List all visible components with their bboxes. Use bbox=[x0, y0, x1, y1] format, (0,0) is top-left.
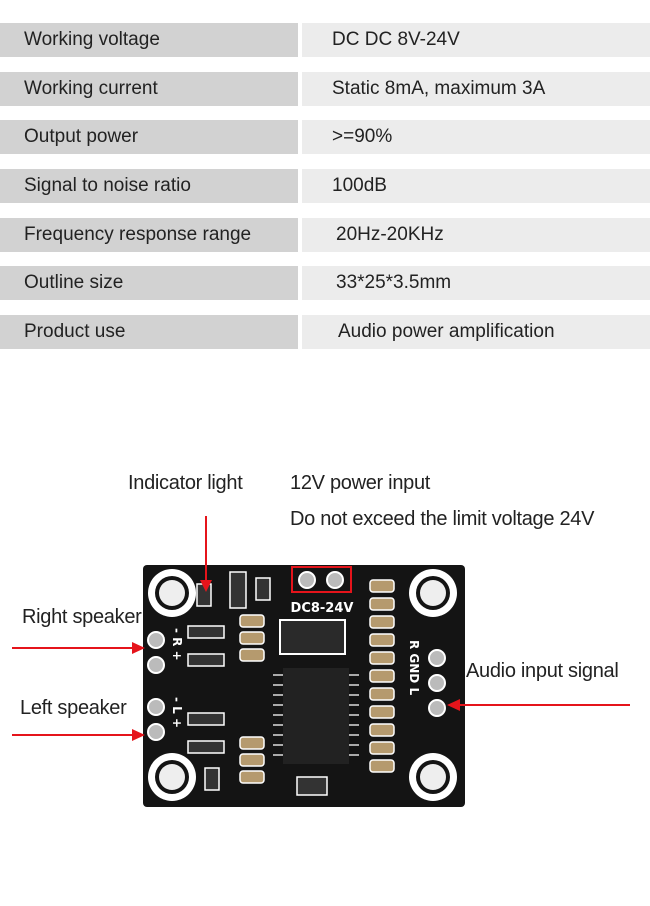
board-dc-label: DC8-24V bbox=[291, 601, 354, 616]
voltage-warning-label: Do not exceed the limit voltage 24V bbox=[290, 508, 595, 530]
pcb-board: DC8-24V R GND L - R + - L + bbox=[143, 565, 465, 807]
spec-value: Audio power amplification bbox=[302, 315, 650, 349]
indicator-light-label: Indicator light bbox=[128, 472, 243, 494]
spec-label: Product use bbox=[0, 315, 298, 349]
board-rgndl-label: R GND L bbox=[407, 640, 421, 695]
spec-value: 20Hz-20KHz bbox=[302, 218, 650, 252]
spec-label: Working current bbox=[0, 72, 298, 106]
spec-label: Outline size bbox=[0, 266, 298, 300]
spec-value: DC DC 8V-24V bbox=[302, 23, 650, 57]
board-l-label: - L + bbox=[170, 697, 184, 728]
audio-input-label: Audio input signal bbox=[466, 660, 619, 682]
right-speaker-label: Right speaker bbox=[22, 606, 142, 628]
spec-value: 100dB bbox=[302, 169, 650, 203]
spec-label: Frequency response range bbox=[0, 218, 298, 252]
spec-value: >=90% bbox=[302, 120, 650, 154]
spec-value: Static 8mA, maximum 3A bbox=[302, 72, 650, 106]
arrow-indicator bbox=[200, 516, 212, 592]
spec-row: Output power>=90% bbox=[0, 120, 650, 154]
spec-label: Output power bbox=[0, 120, 298, 154]
arrow-right-speaker bbox=[12, 642, 145, 654]
spec-value: 33*25*3.5mm bbox=[302, 266, 650, 300]
power-input-label: 12V power input bbox=[290, 472, 431, 494]
board-r-label: - R + bbox=[170, 628, 184, 661]
spec-label: Signal to noise ratio bbox=[0, 169, 298, 203]
spec-label: Working voltage bbox=[0, 23, 298, 57]
left-speaker-label: Left speaker bbox=[20, 697, 127, 719]
arrow-audio-input bbox=[447, 699, 630, 711]
arrow-left-speaker bbox=[12, 729, 145, 741]
